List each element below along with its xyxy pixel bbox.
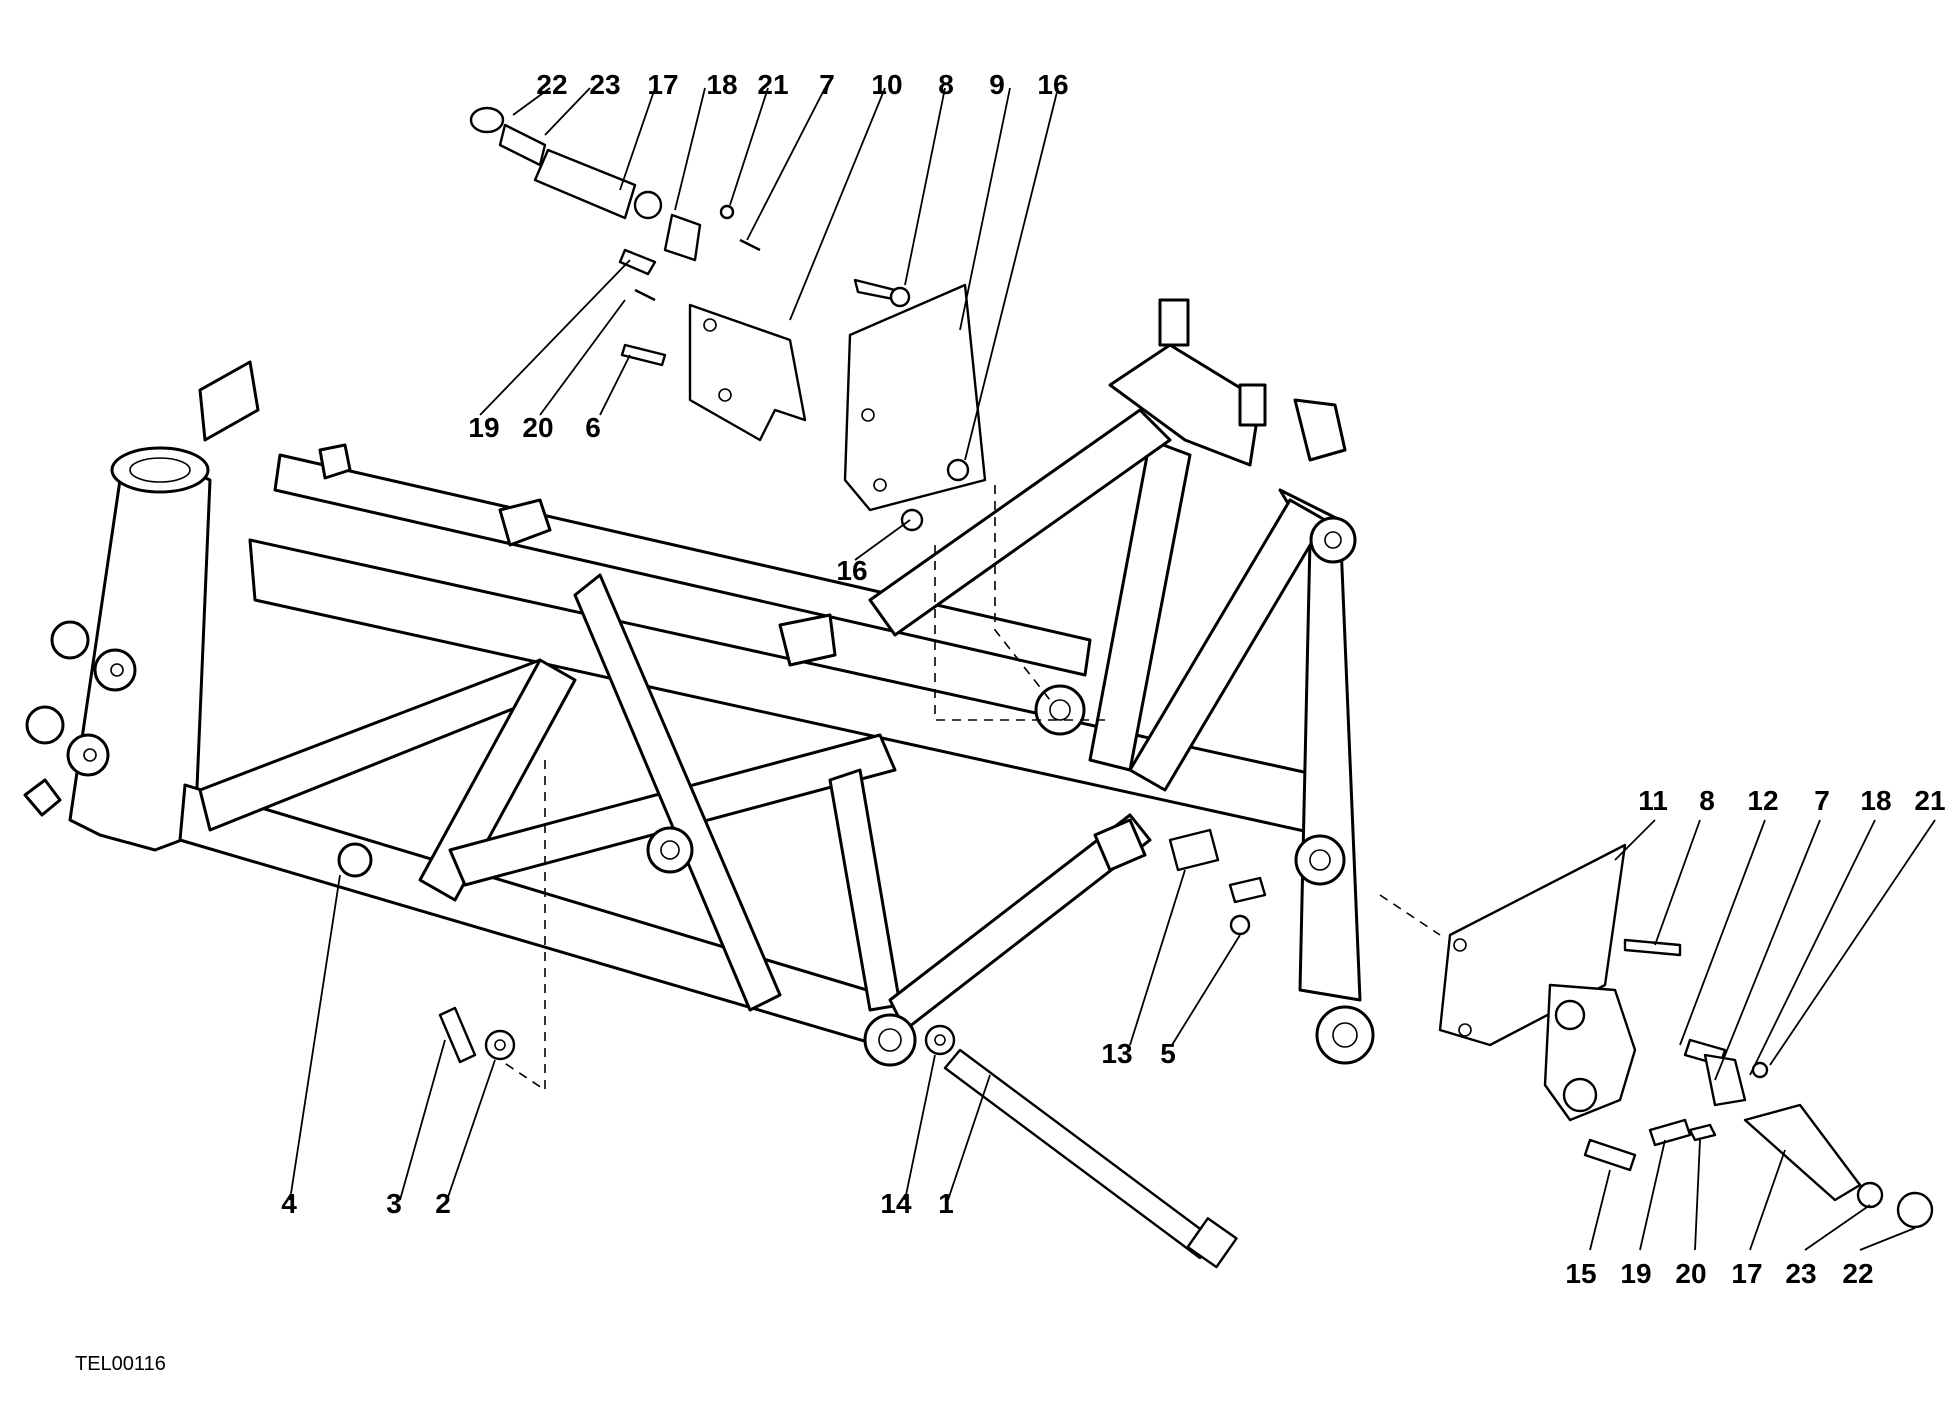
callout-17-right: 17 xyxy=(1731,1258,1762,1289)
right-footpeg-assembly xyxy=(1438,843,1934,1229)
callouts-top: 22 23 17 18 21 7 10 8 9 16 xyxy=(536,69,1068,100)
callout-22: 22 xyxy=(536,69,567,100)
callout-16: 16 xyxy=(1037,69,1068,100)
callout-17: 17 xyxy=(647,69,678,100)
callout-7: 7 xyxy=(819,69,835,100)
callout-19: 19 xyxy=(468,412,499,443)
callout-8-right: 8 xyxy=(1699,785,1715,816)
callout-9: 9 xyxy=(989,69,1005,100)
callouts-right-top: 11 8 12 7 18 21 xyxy=(1638,785,1945,816)
callout-19-right: 19 xyxy=(1620,1258,1651,1289)
callouts-bottom-right: 15 19 20 17 23 22 xyxy=(1565,1258,1873,1289)
callout-12: 12 xyxy=(1747,785,1778,816)
callouts-bottom-mid: 14 1 xyxy=(880,1188,953,1219)
callout-21: 21 xyxy=(757,69,788,100)
reference-code: TEL00116 xyxy=(75,1353,166,1375)
callout-18: 18 xyxy=(706,69,737,100)
callout-1: 1 xyxy=(938,1188,954,1219)
callout-3: 3 xyxy=(386,1188,402,1219)
callout-11: 11 xyxy=(1638,785,1668,816)
callout-5: 5 xyxy=(1160,1038,1176,1069)
callout-4: 4 xyxy=(281,1188,297,1219)
callout-6: 6 xyxy=(585,412,601,443)
callout-14: 14 xyxy=(880,1188,912,1219)
callout-16-mid: 16 xyxy=(836,555,867,586)
callout-13: 13 xyxy=(1101,1038,1132,1069)
loose-parts xyxy=(438,828,1267,1269)
callout-18-right: 18 xyxy=(1860,785,1891,816)
callout-20-right: 20 xyxy=(1675,1258,1706,1289)
callout-8: 8 xyxy=(938,69,954,100)
callouts-top-left: 19 20 6 xyxy=(468,412,600,443)
frame-assembly xyxy=(23,298,1375,1067)
leader-lines xyxy=(289,87,1936,1251)
left-footpeg-assembly xyxy=(469,106,987,532)
callout-15: 15 xyxy=(1565,1258,1596,1289)
callout-10: 10 xyxy=(871,69,902,100)
callout-7-right: 7 xyxy=(1814,785,1830,816)
callout-22-right: 22 xyxy=(1842,1258,1873,1289)
assembly-dashed-lines xyxy=(499,485,1441,1092)
callouts-mid-right: 13 5 xyxy=(1101,1038,1175,1069)
callout-23: 23 xyxy=(589,69,620,100)
callouts-bottom-left: 4 3 2 xyxy=(281,1188,451,1219)
callout-21-right: 21 xyxy=(1914,785,1945,816)
callout-23-right: 23 xyxy=(1785,1258,1816,1289)
callout-2: 2 xyxy=(435,1188,451,1219)
callout-20: 20 xyxy=(522,412,553,443)
